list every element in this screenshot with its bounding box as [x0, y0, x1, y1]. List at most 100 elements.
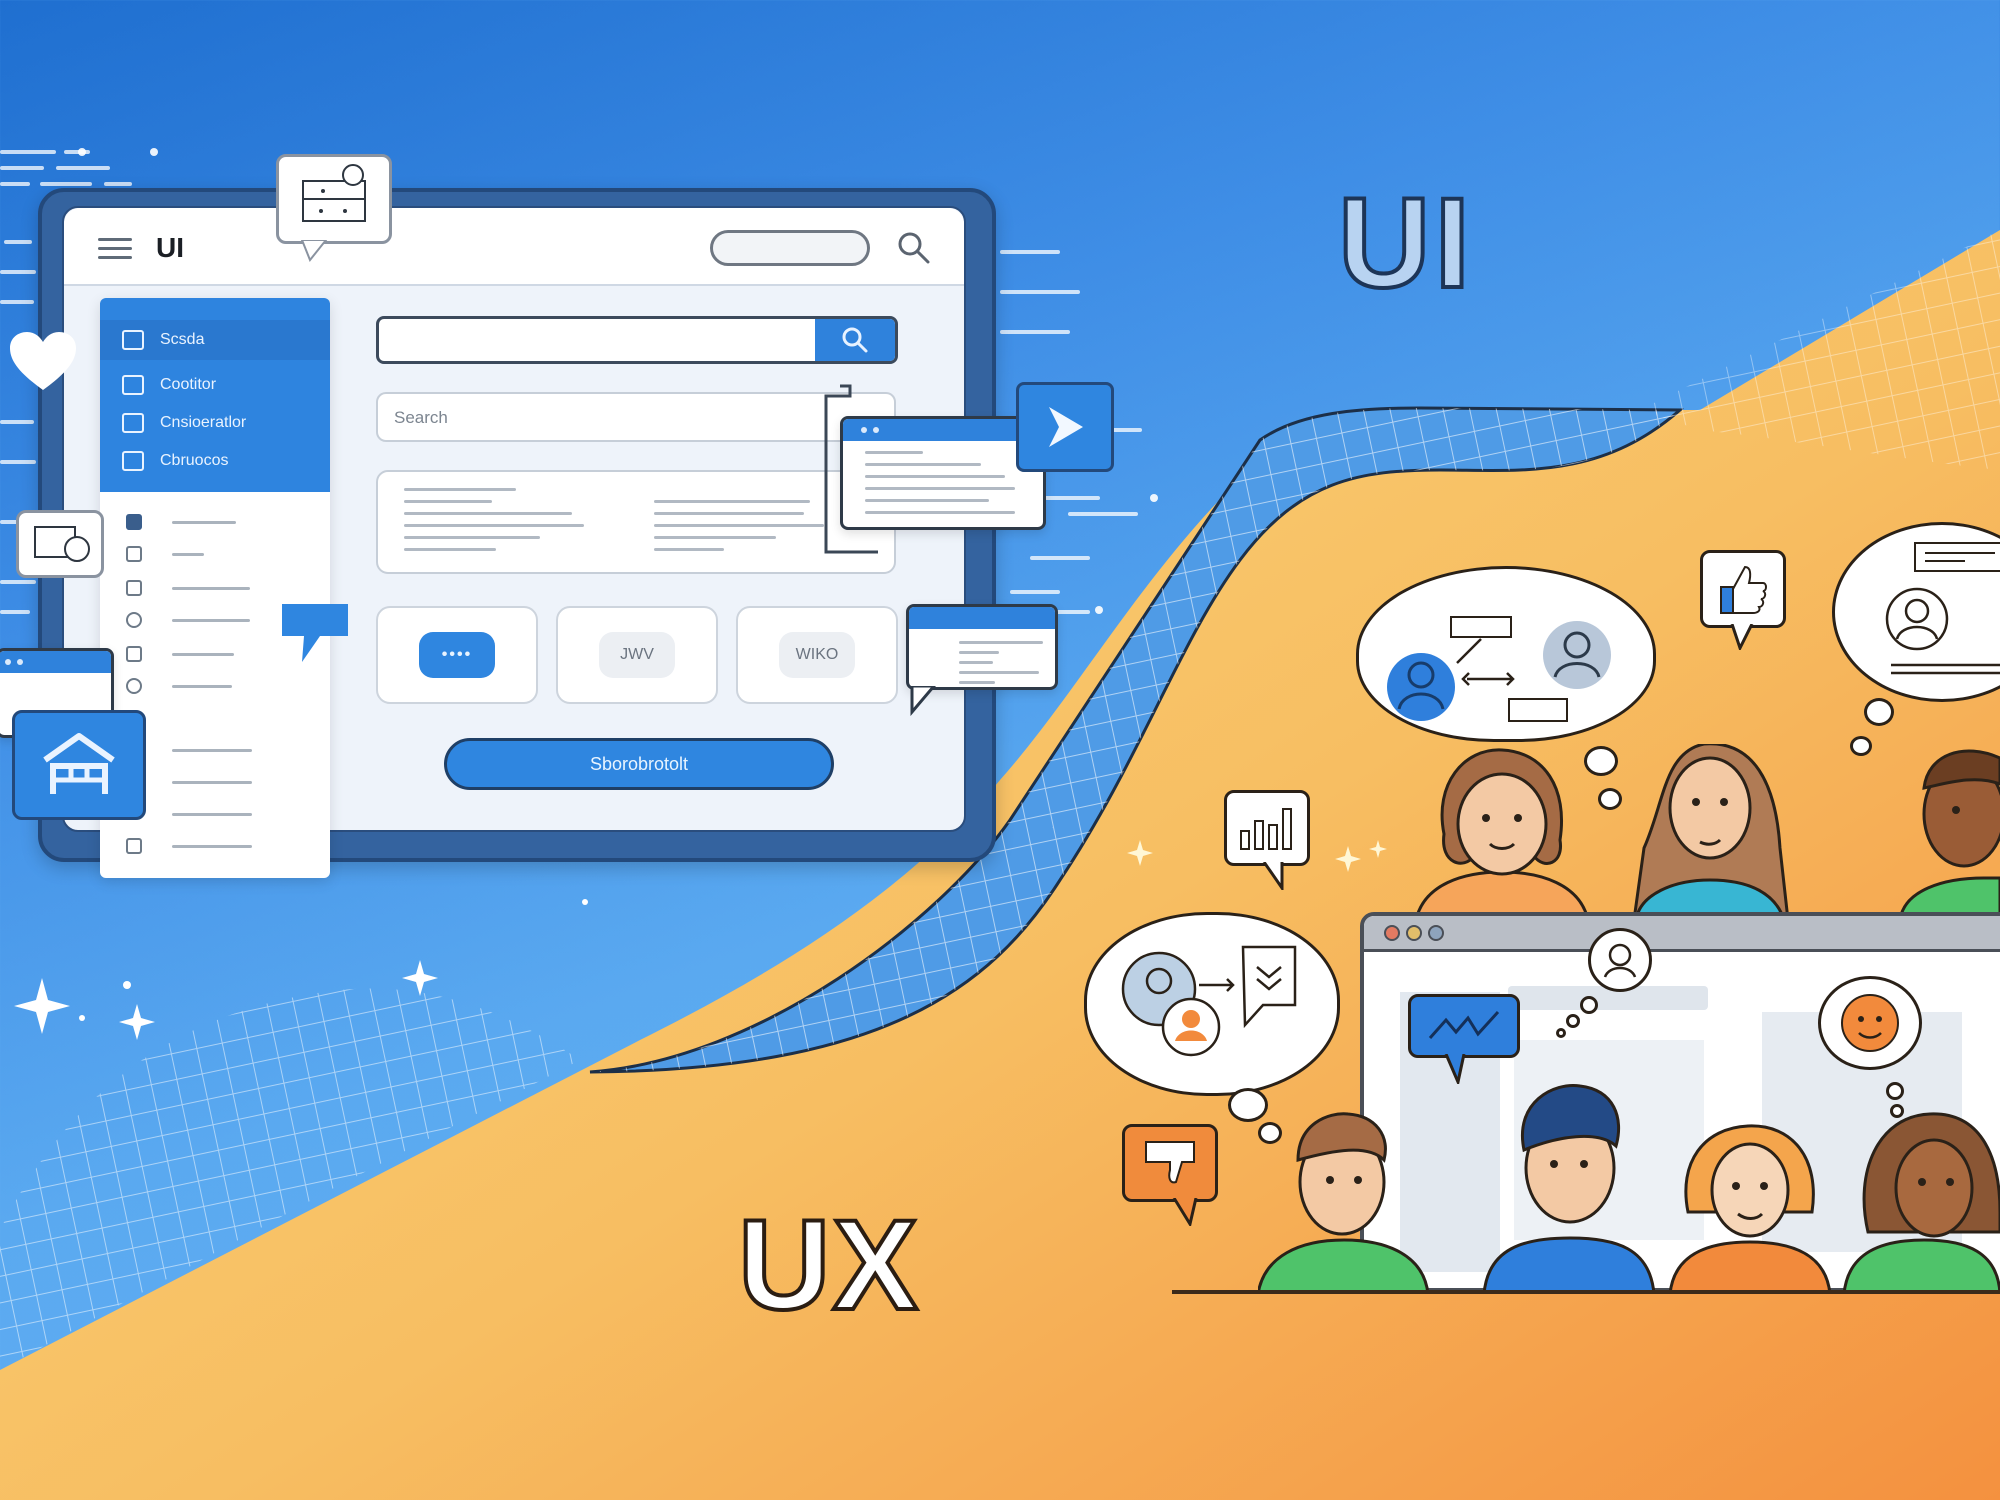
thought-dot: [1598, 788, 1622, 810]
search-input[interactable]: Search: [376, 392, 896, 442]
thumbs-up-icon: [1720, 565, 1767, 614]
sidebar-plain-item[interactable]: [126, 610, 250, 630]
sidebar-item-cnsioeratlor[interactable]: Cnsioeratlor: [122, 408, 246, 438]
person-woman-green: [1842, 1112, 2000, 1294]
thought-bubble-profile: [1832, 522, 2000, 702]
bubble-tail: [1172, 1198, 1198, 1226]
hamburger-icon[interactable]: [98, 238, 132, 260]
person-man-green: [1898, 749, 2000, 920]
tile-jwv[interactable]: JWV: [556, 606, 718, 704]
thought-dot: [1566, 1014, 1580, 1028]
home-badge[interactable]: [12, 710, 146, 820]
trend-chart-icon: [1428, 1010, 1500, 1039]
sidebar-plain-item[interactable]: [126, 804, 252, 824]
list-icon: [122, 330, 144, 350]
sidebar-item-label: Cootitor: [160, 376, 217, 393]
people-back-row: [1414, 744, 2000, 920]
sparkles-decoration: [1127, 840, 1387, 872]
heart-icon: [10, 332, 76, 390]
thought-dot: [1850, 736, 1872, 756]
sidebar-item-label: Cbruocos: [160, 452, 229, 469]
sidebar-plain-item[interactable]: [126, 544, 204, 564]
thought-dot: [1258, 1122, 1282, 1144]
thought-dot: [1580, 996, 1598, 1014]
sidebar-item-label: Cnsioeratlor: [160, 414, 247, 431]
tile-wiko[interactable]: WIKO: [736, 606, 898, 704]
person-man-thinking: [1258, 1112, 1430, 1294]
bubble-tail: [1262, 862, 1284, 890]
bag-icon: [126, 646, 142, 662]
user-avatar-bubble: [1588, 928, 1652, 992]
widget-bubble: [276, 154, 392, 244]
people-front-row: [1258, 1084, 2000, 1294]
content-card: [376, 470, 896, 574]
top-bar: UI: [64, 208, 964, 286]
table-ledge: [1172, 1290, 2000, 1294]
person-man-blue: [1482, 1084, 1656, 1294]
sidebar-item-cbruocos[interactable]: Cbruocos: [122, 446, 228, 476]
bar-chart-bubble: [1224, 790, 1310, 866]
bubble-tail: [910, 686, 936, 716]
search-icon: [842, 327, 868, 353]
sidebar-item-scsda[interactable]: Scsda: [100, 320, 330, 360]
checkbox-icon[interactable]: [126, 838, 142, 854]
tile-chip: WIKO: [779, 632, 855, 678]
user-avatar-icon: [1603, 943, 1637, 978]
headline-ui: UI: [1336, 170, 1474, 317]
floating-list-card: [906, 604, 1058, 690]
thought-dot: [1228, 1088, 1268, 1122]
file-icon: [126, 546, 142, 562]
play-button[interactable]: [1016, 382, 1114, 472]
person-woman-longhair: [1632, 744, 1790, 920]
image-edit-bubble: [16, 510, 104, 578]
primary-button[interactable]: Sborobrotolt: [444, 738, 834, 790]
user-profile-icon: [1885, 542, 2000, 675]
thought-dot: [1864, 698, 1894, 726]
sidebar-plain-item[interactable]: [126, 836, 252, 856]
search-bar[interactable]: [376, 316, 898, 364]
bubble-tail: [1444, 1054, 1466, 1084]
user-feedback-flow-icon: [1121, 945, 1297, 1057]
bubble-tail: [1730, 624, 1754, 650]
home-icon: [122, 375, 144, 395]
person-woman-curly: [1414, 748, 1590, 920]
smiley-bubble: [1818, 976, 1922, 1070]
sidebar-item-cootitor[interactable]: Cootitor: [122, 370, 216, 400]
floating-text-card: [840, 416, 1046, 530]
house-icon: [43, 733, 115, 794]
thumbs-up-bubble: [1700, 550, 1786, 628]
bar-chart-icon: [1240, 808, 1292, 850]
search-icon[interactable]: [894, 228, 934, 268]
thought-dot: [1890, 1104, 1904, 1118]
face-icon: [126, 612, 142, 628]
headline-ux: UX: [736, 1192, 920, 1339]
top-search-pill[interactable]: [710, 230, 870, 266]
sidebar-plain-item[interactable]: [126, 676, 232, 696]
sidebar-plain-item[interactable]: [126, 740, 252, 760]
sidebar-item-label: Scsda: [160, 331, 205, 348]
thought-bubble-user-flow: [1356, 566, 1656, 742]
close-dot-icon: [1384, 925, 1400, 941]
thumbs-down-icon: [1145, 1141, 1195, 1184]
chat-bubble-icon: [282, 604, 348, 662]
home-filled-icon: [126, 514, 142, 530]
app-title: UI: [156, 232, 184, 263]
connector-bracket: [824, 384, 878, 554]
thought-dot: [1886, 1082, 1904, 1100]
thumbs-down-bubble: [1122, 1124, 1218, 1202]
sidebar-plain-item[interactable]: [126, 512, 236, 532]
image-icon: [126, 580, 142, 596]
sidebar-plain-item[interactable]: [126, 578, 250, 598]
minimize-dot-icon: [1406, 925, 1422, 941]
user-flow-diagram-icon: [1387, 616, 1611, 722]
sidebar-plain-item[interactable]: [126, 772, 252, 792]
bubble-tail: [300, 240, 328, 262]
thought-bubble-feedback: [1084, 912, 1340, 1096]
clock-icon: [126, 678, 142, 694]
tile-primary[interactable]: ••••: [376, 606, 538, 704]
search-placeholder: Search: [394, 408, 448, 427]
play-icon: [1049, 407, 1083, 447]
search-button[interactable]: [815, 319, 895, 361]
thought-dot: [1584, 746, 1618, 776]
sidebar-plain-item[interactable]: [126, 644, 234, 664]
